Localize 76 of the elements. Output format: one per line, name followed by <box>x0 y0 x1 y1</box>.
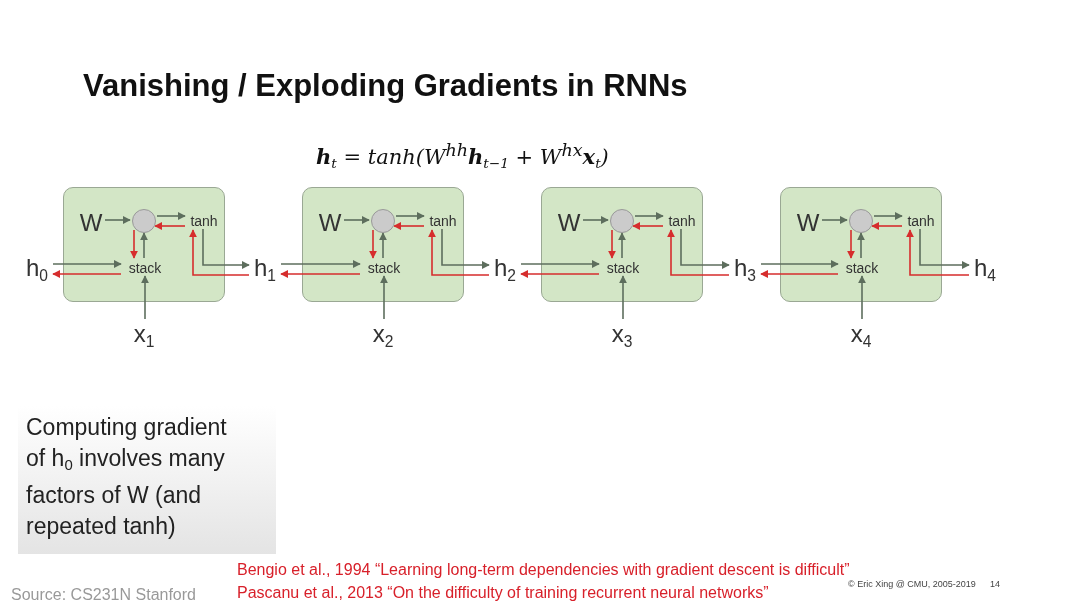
input-label: x$_{3}$ <box>611 320 633 350</box>
arrow <box>858 275 866 320</box>
rnn-cell-box <box>780 187 942 302</box>
rnn-cell-box <box>541 187 703 302</box>
hidden-state-label: h$_{3}$ <box>733 254 757 282</box>
arrow <box>871 222 903 230</box>
slide-title: Vanishing / Exploding Gradients in RNNs <box>83 68 688 104</box>
arrow <box>202 228 250 269</box>
arrow <box>369 229 377 259</box>
arrow <box>520 260 600 268</box>
arrow <box>52 260 122 268</box>
operation-label: stack <box>124 260 166 276</box>
circle-node <box>371 209 395 233</box>
source-text: Source: CS231N Stanford <box>11 586 196 604</box>
activation-label: tanh <box>905 213 937 229</box>
arrow <box>760 270 839 278</box>
input-label: x$_{1}$ <box>133 320 155 350</box>
arrow <box>441 228 490 269</box>
rnn-cell-box <box>302 187 464 302</box>
arrow <box>154 222 186 230</box>
rnn-cell-box <box>63 187 225 302</box>
citation-text: Pascanu et al., 2013 “On the difficulty of training recurrent neural networks” <box>237 584 769 602</box>
circle-node <box>849 209 873 233</box>
citation-text: Bengio et al., 1994 “Learning long-term dependencies with gradient descent is difficult” <box>237 561 850 579</box>
operation-label: stack <box>841 260 883 276</box>
hidden-state-label: h$_{4}$ <box>973 254 997 282</box>
arrow <box>680 228 730 269</box>
arrow <box>428 229 490 276</box>
arrow <box>906 229 970 276</box>
arrow <box>156 212 186 220</box>
arrow <box>634 212 664 220</box>
arrow <box>582 216 609 224</box>
arrow <box>141 275 149 320</box>
arrow <box>619 275 627 320</box>
activation-label: tanh <box>188 213 220 229</box>
arrow <box>280 270 361 278</box>
arrow <box>632 222 664 230</box>
hidden-state-label: h$_{1}$ <box>253 254 277 282</box>
hidden-state-label: h$_{0}$ <box>25 254 49 282</box>
copyright-text: © Eric Xing @ CMU, 2005-2019 <box>848 579 976 589</box>
page-number: 14 <box>990 579 1000 589</box>
input-label: x$_{4}$ <box>850 320 872 350</box>
circle-node <box>610 209 634 233</box>
arrow <box>919 228 970 269</box>
formula-text: h$_{t}$ = tanh(W$^{hh}$h$_{t−1}$ + W$^{hx}$x$_{t}$) <box>316 140 609 172</box>
weight-label: W <box>795 209 821 233</box>
activation-label: tanh <box>666 213 698 229</box>
arrow <box>393 222 425 230</box>
arrow <box>280 260 361 268</box>
circle-node <box>132 209 156 233</box>
arrow <box>847 229 855 259</box>
weight-label: W <box>556 209 582 233</box>
arrow <box>857 232 865 259</box>
arrow <box>395 212 425 220</box>
arrow <box>760 260 839 268</box>
arrow <box>343 216 370 224</box>
operation-label: stack <box>602 260 644 276</box>
arrow <box>618 232 626 259</box>
arrow <box>130 229 138 259</box>
arrow <box>140 232 148 259</box>
arrow <box>520 270 600 278</box>
arrow <box>379 232 387 259</box>
arrow <box>380 275 388 320</box>
hidden-state-label: h$_{2}$ <box>493 254 517 282</box>
arrow <box>52 270 122 278</box>
arrow <box>873 212 903 220</box>
weight-label: W <box>78 209 104 233</box>
weight-label: W <box>317 209 343 233</box>
operation-label: stack <box>363 260 405 276</box>
arrow <box>667 229 730 276</box>
input-label: x$_{2}$ <box>372 320 394 350</box>
arrow <box>104 216 131 224</box>
activation-label: tanh <box>427 213 459 229</box>
arrow <box>608 229 616 259</box>
arrow <box>821 216 848 224</box>
arrow <box>189 229 250 276</box>
